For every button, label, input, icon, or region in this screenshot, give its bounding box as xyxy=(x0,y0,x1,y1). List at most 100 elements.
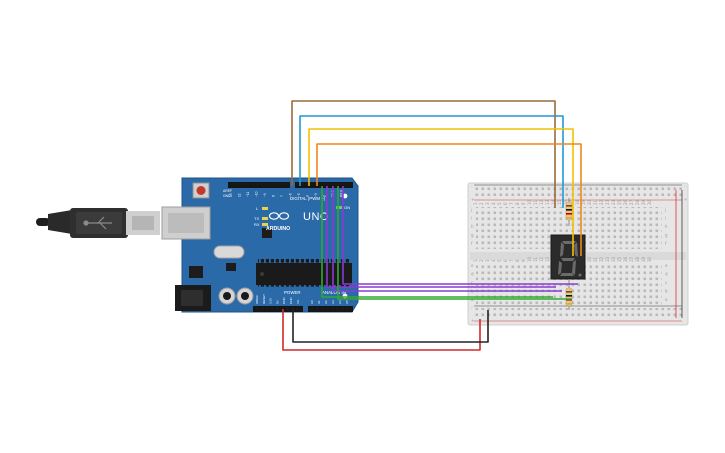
power-pin-label: IOREF xyxy=(255,295,259,304)
power-pin-label: 3.3V xyxy=(269,298,273,304)
crystal-oscillator xyxy=(213,245,245,259)
column-number: 27 xyxy=(629,199,634,205)
column-number: 3 xyxy=(485,259,490,262)
column-number: 6 xyxy=(503,202,508,205)
wire-purple-3[interactable] xyxy=(342,186,578,285)
column-number: 23 xyxy=(605,199,610,205)
power-pin-label: RESET xyxy=(262,294,266,304)
row-letter: e xyxy=(665,263,668,268)
column-number: 30 xyxy=(647,199,652,205)
digital-pin-label: ~11 xyxy=(246,192,250,197)
row-letter: b xyxy=(665,289,668,294)
seven-segment-display[interactable] xyxy=(550,234,586,280)
arduino-logo-icon xyxy=(268,212,290,220)
wire-red[interactable] xyxy=(282,309,481,351)
column-number: 7 xyxy=(509,202,514,205)
wire-green-2[interactable] xyxy=(337,186,572,300)
row-letter: g xyxy=(471,233,474,238)
digital-pin-label: 13 xyxy=(229,193,233,197)
analog-pin-label: A1 xyxy=(317,300,321,304)
capacitors xyxy=(218,287,254,305)
column-number: 5 xyxy=(497,259,502,262)
digital-pin-label: ~9 xyxy=(263,193,267,197)
column-number: 21 xyxy=(593,256,598,262)
column-number: 22 xyxy=(599,199,604,205)
row-letter: h xyxy=(665,224,668,229)
tx-label: TX xyxy=(254,216,259,221)
row-letter: i xyxy=(665,216,666,221)
column-number: 24 xyxy=(611,256,616,262)
power-pin-label: Vin xyxy=(296,299,300,304)
column-number: 24 xyxy=(611,199,616,205)
column-number: 4 xyxy=(491,259,496,262)
column-number: 10 xyxy=(527,256,532,262)
row-letter: e xyxy=(471,263,474,268)
digital-pin-label: 7 xyxy=(280,195,284,197)
wire-orange[interactable] xyxy=(316,143,582,256)
led-tx xyxy=(262,217,268,220)
led-rx xyxy=(262,223,268,226)
row-letter: j xyxy=(664,207,666,212)
l-label: L xyxy=(256,206,259,211)
column-number: 1 xyxy=(473,259,478,262)
column-number: 13 xyxy=(545,199,550,205)
digital-pin-label: ~10 xyxy=(255,191,259,197)
digital-pin-label: ~3 xyxy=(314,193,318,197)
column-number: 6 xyxy=(503,259,508,262)
row-letter: f xyxy=(665,241,667,246)
analog-pin-label: A5 xyxy=(345,300,349,304)
resistor-top[interactable] xyxy=(565,198,573,226)
brand-label: ARDUINO xyxy=(266,226,290,232)
column-number: 20 xyxy=(587,199,592,205)
row-letter: g xyxy=(665,233,668,238)
row-letter: i xyxy=(471,216,472,221)
led-l xyxy=(262,207,268,210)
analog-label: ANALOG IN xyxy=(322,290,346,295)
column-number: 20 xyxy=(587,256,592,262)
column-number: 25 xyxy=(617,256,622,262)
column-number: 4 xyxy=(491,202,496,205)
wire-green-1[interactable] xyxy=(321,186,553,298)
wire-blue[interactable] xyxy=(299,115,564,208)
row-letter: h xyxy=(471,224,474,229)
analog-pin-label: A3 xyxy=(331,300,335,304)
power-pin-label: GND xyxy=(282,297,286,305)
digital-pin-label: ~6 xyxy=(289,193,293,197)
column-number: 26 xyxy=(623,256,628,262)
wire-brown[interactable] xyxy=(291,100,556,208)
wire-purple-1[interactable] xyxy=(326,186,556,288)
analog-pin-label: A2 xyxy=(324,300,328,304)
arduino-uno-board[interactable]: AREF GND DIGITAL (PWM ~) UNO ARDUINO L T… xyxy=(161,177,359,313)
analog-pin-label: A4 xyxy=(338,300,342,304)
rx-label: RX xyxy=(254,222,260,227)
digital-pin-label: RX 0 xyxy=(340,190,344,197)
atmega-chip xyxy=(256,259,352,289)
row-letter: c xyxy=(665,280,667,285)
uno-label: UNO xyxy=(303,211,329,223)
row-letter: d xyxy=(471,272,474,277)
wire-yellow[interactable] xyxy=(308,128,574,256)
row-letter: c xyxy=(471,280,473,285)
column-number: 3 xyxy=(485,202,490,205)
column-number: 5 xyxy=(497,202,502,205)
column-number: 29 xyxy=(641,256,646,262)
column-number: 11 xyxy=(533,256,538,262)
column-number: 29 xyxy=(641,199,646,205)
analog-pin-label: A0 xyxy=(310,300,314,304)
column-number: 13 xyxy=(545,256,550,262)
column-number: 25 xyxy=(617,199,622,205)
reset-button[interactable] xyxy=(192,182,210,199)
digital-pin-label: 2 xyxy=(323,195,327,197)
column-number: 28 xyxy=(635,199,640,205)
wire-purple-2[interactable] xyxy=(332,186,562,292)
column-number: 14 xyxy=(551,199,556,205)
digital-pin-label: 8 xyxy=(272,195,276,197)
rail-minus-top: - xyxy=(471,184,473,189)
column-number: 16 xyxy=(563,199,568,205)
column-number: 23 xyxy=(605,256,610,262)
wire-black[interactable] xyxy=(292,309,489,343)
wires[interactable] xyxy=(282,100,582,351)
